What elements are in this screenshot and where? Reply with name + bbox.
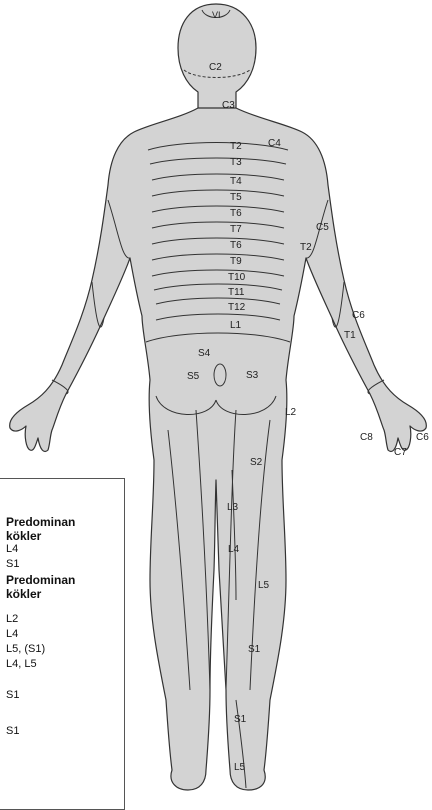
label-l1: L1 [230,320,242,331]
label-t6a: T6 [230,208,242,219]
label-t4: T4 [230,176,242,187]
root-item: L5, (S1) [6,643,45,655]
root-item: L4 [6,543,18,555]
label-c6: C6 [352,310,365,321]
label-c3: C3 [222,100,235,111]
label-l4: L4 [228,544,240,555]
panel-header-2: Predominan kökler [6,573,75,601]
label-c2: C2 [209,62,222,73]
root-item: S1 [6,558,19,570]
root-item: S1 [6,725,19,737]
label-t2: T2 [230,141,242,152]
label-c8: C8 [360,432,373,443]
label-t11: T11 [228,287,245,298]
label-c5: C5 [316,222,329,233]
label-l5: L5 [258,580,270,591]
label-t5: T5 [230,192,242,203]
label-t12: T12 [228,302,246,313]
label-t2-arm: T2 [300,242,312,253]
label-c7: C7 [394,447,407,458]
label-t3: T3 [230,157,242,168]
label-s4: S4 [198,348,211,359]
root-item: L4, L5 [6,658,37,670]
label-t9: T9 [230,256,242,267]
label-vi: VI [212,10,221,20]
root-item: S1 [6,689,19,701]
label-t6b: T6 [230,240,242,251]
root-item: L4 [6,628,18,640]
label-c6-hand: C6 [416,432,429,443]
label-l2: L2 [285,407,297,418]
label-c4: C4 [268,138,281,149]
label-t1: T1 [344,330,356,341]
label-s5: S5 [187,371,200,382]
label-s1: S1 [248,644,261,655]
label-t10: T10 [228,272,246,283]
label-s2: S2 [250,457,263,468]
label-t7: T7 [230,224,242,235]
root-legend-panel: Predominan kökler L4 S1 Predominan kökle… [0,478,125,810]
label-l5-foot: L5 [234,762,246,773]
root-item: L2 [6,613,18,625]
label-s3: S3 [246,370,259,381]
label-l3: L3 [227,502,239,513]
panel-header-1: Predominan kökler [6,515,75,543]
label-s1-foot: S1 [234,714,247,725]
